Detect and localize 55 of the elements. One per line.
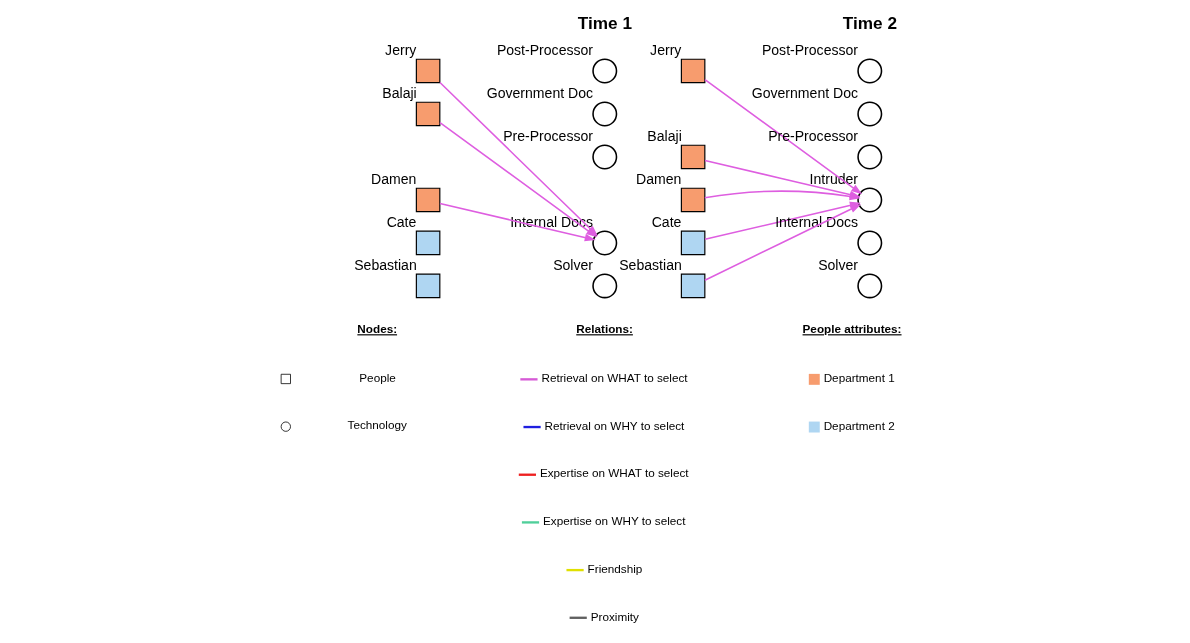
arrow <box>704 78 863 195</box>
legend-label: Retrieval on WHAT to select <box>541 371 688 385</box>
node-circle <box>592 101 618 127</box>
legend-label: Expertise on WHY to select <box>543 514 686 528</box>
node-label: Post-Processor <box>496 41 594 58</box>
node-circle <box>857 273 883 299</box>
node-label: Damen <box>371 170 417 187</box>
label: People attributes: <box>802 322 902 336</box>
node-circle <box>592 230 618 256</box>
node-box <box>415 58 441 84</box>
node-label: Post-Processor <box>761 41 859 58</box>
legend-label: Department 2 <box>823 418 895 432</box>
node-label: Sebastian <box>354 256 417 273</box>
node-label: Cate <box>651 213 682 230</box>
legend-label: Friendship <box>587 561 643 575</box>
label: Nodes: <box>357 322 398 336</box>
node-label: Sebastian <box>619 256 682 273</box>
node-circle <box>857 144 883 170</box>
node-label: Jerry <box>650 41 682 58</box>
node-label: Balaji <box>382 84 417 101</box>
legend-label: People <box>359 370 396 384</box>
legend-label: Retrieval on WHY to select <box>544 418 685 432</box>
node-label: Jerry <box>385 41 417 58</box>
node-label: Cate <box>386 213 417 230</box>
node-circle <box>592 273 618 299</box>
label: Relations: <box>576 322 633 336</box>
node-box <box>415 273 441 299</box>
arrow <box>704 204 862 281</box>
legend-label: Expertise on WHAT to select <box>539 466 689 480</box>
node-label: Damen <box>636 170 682 187</box>
node-box <box>680 58 706 84</box>
node-circle <box>592 144 618 170</box>
node-box <box>680 230 706 256</box>
node-label: Solver <box>818 256 859 273</box>
legend-label: Department 1 <box>823 371 895 385</box>
node-circle <box>857 187 883 213</box>
node-box <box>415 187 441 213</box>
node-box <box>680 273 706 299</box>
label: Time 2 <box>842 13 897 34</box>
node-label: Balaji <box>647 127 682 144</box>
node-box <box>680 187 706 213</box>
node-box <box>680 144 706 170</box>
node-label: Solver <box>553 256 594 273</box>
label: Time 1 <box>577 13 632 34</box>
node-label: Government Doc <box>751 84 859 101</box>
node-circle <box>592 58 618 84</box>
node-circle <box>857 101 883 127</box>
node-box <box>415 101 441 127</box>
node-circle <box>857 230 883 256</box>
node-box <box>415 230 441 256</box>
node-label: Government Doc <box>486 84 594 101</box>
legend-label: Proximity <box>590 609 639 623</box>
node-label: Pre-Processor <box>503 127 594 144</box>
legend-label: Technology <box>347 418 407 432</box>
node-circle <box>857 58 883 84</box>
